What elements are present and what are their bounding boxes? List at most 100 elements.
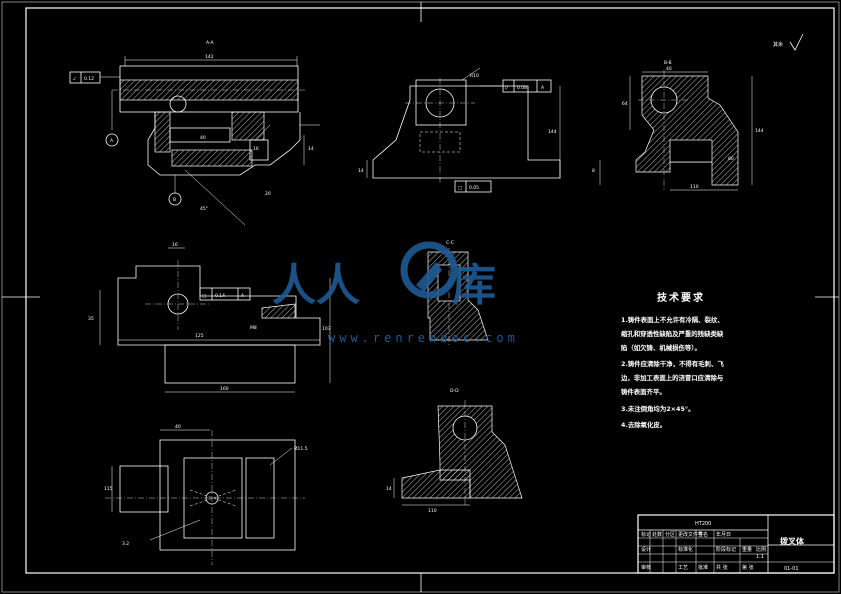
dim-boss: 16 (253, 146, 259, 152)
datum-a-circle (105, 133, 119, 147)
b-b-section-hatch (635, 75, 739, 186)
dim-height-b-val: 14 (358, 168, 364, 174)
square-symbol: □ (458, 186, 462, 191)
view-section-b-b: B-B 40 144 110 64 8 80 (592, 60, 764, 191)
b-b-dim-left-val: 64 (622, 101, 628, 107)
tech-req-title: 技术要求 (657, 291, 705, 304)
tb-label-approve: 批准 (698, 564, 708, 571)
square-value: 0.05 (469, 185, 479, 191)
watermark-url: www.renrendoc.com (328, 331, 519, 345)
view-section-d-d: D-D 110 14 (386, 388, 523, 514)
tb-label-sheets: 共 张 (716, 564, 728, 571)
tech-req-line-2: 缩孔和穿透性缺陷及严重的残缺类缺 (621, 329, 724, 338)
front-hidden-slot (419, 131, 461, 153)
tb-label-date: 年月日 (716, 531, 731, 538)
side-dim-right-val: 103 (322, 326, 331, 332)
tb-label-zone: 分区 (665, 531, 675, 538)
surface-finish-note: 其余 (773, 41, 783, 48)
dim-hole: R10 (470, 73, 479, 79)
tb-label-process: 工艺 (678, 565, 688, 571)
side-dim-lower-val: 160 (220, 386, 229, 392)
left-wall-hatch (154, 111, 171, 153)
flatness-frame (69, 71, 101, 84)
view-label-b-b: B-B (664, 60, 672, 66)
d-d-dim-base-val: 110 (428, 508, 437, 514)
side-thread-label: M8 (250, 325, 257, 331)
side-dim-base-val: 125 (195, 333, 204, 339)
side-dim-top-val: 16 (172, 242, 178, 248)
tb-drawing-no: 01-01 (784, 566, 799, 572)
position-value: 0.14 (215, 293, 225, 299)
watermark-logo-mark-icon (416, 262, 442, 292)
view-section-a-a: A-A 142 40 16 ⌰ 0.12 A B 45° 20 (69, 40, 320, 226)
watermark-text-left: 人人 (272, 260, 360, 311)
dim-right-20: 20 (265, 191, 271, 197)
datum-a-label: A (110, 138, 114, 144)
plan-dim-left-val: 115 (104, 486, 113, 492)
title-block: HT200 拨叉体 01-01 标记 处数 分区 更改文件号 签名 年月日 设计… (637, 514, 835, 574)
tb-label-weight: 重量 (742, 546, 752, 553)
b-b-dim-right-val: 144 (755, 128, 764, 134)
view-plan: Ø11.5 115 40 3.2 (104, 424, 308, 565)
tech-req-line-7: 3.未注倒角均为2×45°。 (621, 404, 695, 413)
plan-bore-label: Ø11.5 (294, 445, 308, 452)
plan-hidden-2 (189, 489, 237, 507)
title-block-frame (637, 514, 835, 574)
tb-label-design: 设计 (641, 546, 651, 553)
front-elevation-outline (372, 85, 561, 179)
tb-label-count: 处数 (652, 531, 662, 538)
technical-requirements: 技术要求 1.铸件表面上不允许有冷隔、裂纹、 缩孔和穿透性缺陷及严重的残缺类缺 … (620, 291, 724, 429)
tb-label-stage: 阶段标记 (716, 546, 736, 553)
dim-top-length: 142 (205, 54, 214, 60)
dim-pocket: 40 (200, 135, 206, 141)
base-hatch (171, 149, 253, 167)
tb-label-mark: 标记 (641, 531, 651, 538)
tech-req-line-1: 1.铸件表面上不允许有冷隔、裂纹、 (621, 315, 724, 324)
tech-req-line-3: 陷（如欠铸、机械损伤等）。 (621, 343, 701, 352)
tb-part-name: 拨叉体 (780, 536, 805, 546)
tb-label-sheet: 第 张 (742, 564, 754, 571)
parallel-symbol: // (505, 85, 509, 91)
side-thread-hatch (261, 303, 296, 319)
watermark: 人人 库 www.renrendoc.com (272, 241, 519, 345)
front-boss (415, 79, 467, 126)
right-wall-hatch (231, 111, 265, 141)
arrow-leader-1 (254, 124, 271, 141)
plan-angle-leader (149, 519, 201, 541)
parallel-value: 0.08 (517, 85, 527, 91)
datum-b-label: B (173, 197, 176, 203)
roughness-symbol-icon (789, 33, 804, 51)
tech-req-line-5: 边，非加工表面上的浇冒口应清除与 (620, 373, 723, 382)
b-b-dim-top-val: 40 (666, 66, 672, 72)
r10-leader (461, 67, 481, 81)
side-dim-left-val: 35 (88, 316, 94, 322)
dim-vert-right-val: 14 (308, 146, 314, 152)
tb-label-standard: 标准化 (678, 546, 693, 553)
flatness-symbol: ⌰ (73, 76, 76, 82)
view-label-c-c: C-C (446, 240, 454, 246)
tb-label-scale: 比例 (756, 546, 766, 553)
dim-angle: 45° (200, 206, 208, 212)
square-frame (454, 180, 492, 193)
d-d-base-hatch (401, 469, 471, 499)
lower-body-outline (147, 112, 301, 176)
b-b-dim-small-val: 8 (592, 168, 595, 174)
watermark-logo-icon (400, 241, 458, 299)
boss-rect (249, 139, 269, 161)
plan-left-block (119, 465, 169, 513)
tb-label-sign: 签名 (698, 531, 708, 538)
cross-hole (169, 95, 187, 113)
view-front-elevation: R10 // 0.08 A 144 14 □ 0.05 (358, 67, 561, 193)
b-b-slot (669, 139, 713, 163)
watermark-text-right: 库 (452, 260, 496, 311)
tb-label-review: 审核 (641, 564, 651, 571)
tb-label-change: 更改文件号 (678, 531, 703, 538)
b-b-dim-inner: 80 (728, 156, 734, 162)
side-lower-block (164, 344, 296, 384)
tech-req-line-8: 4.去除氧化皮。 (621, 420, 666, 429)
position-datum: A (241, 293, 245, 299)
tech-req-line-6: 铸件表面齐平。 (621, 387, 666, 396)
plan-bore-leader (269, 447, 293, 466)
plan-ra-label: 3.2 (122, 541, 129, 547)
